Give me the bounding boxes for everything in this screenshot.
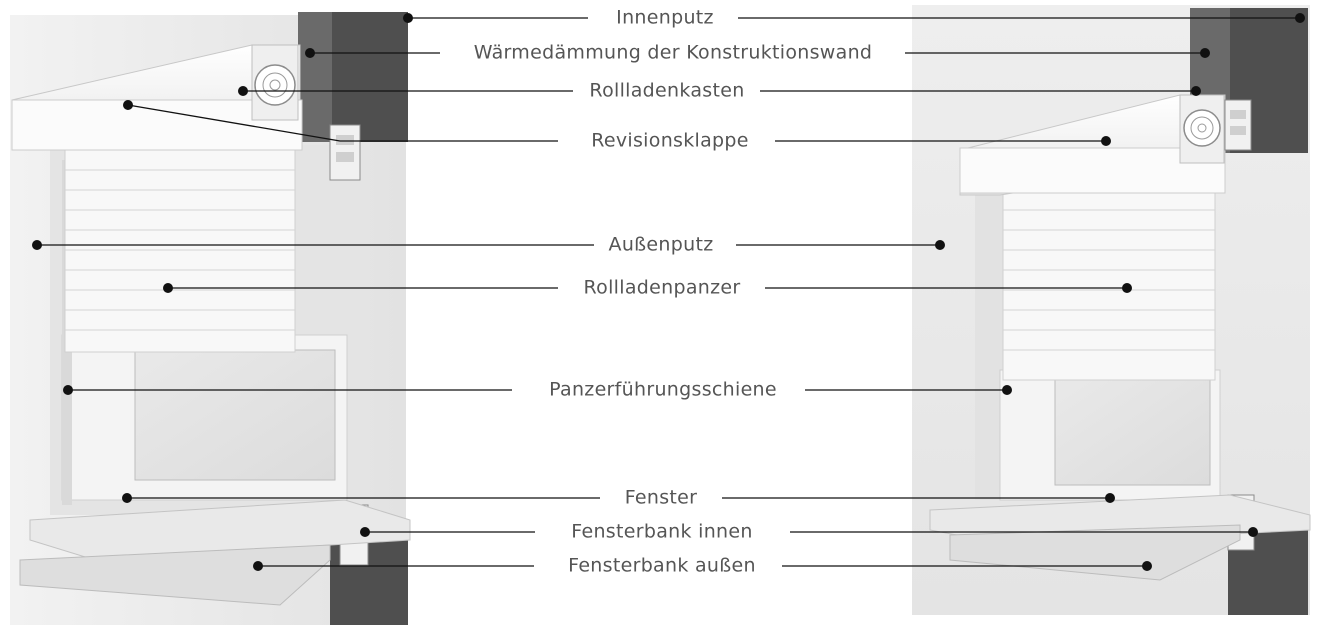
left-window-glass [134, 349, 336, 481]
leader-dot-7 [123, 100, 133, 110]
right-roller-shutter-slats [1002, 169, 1216, 381]
label-aussenputz: Außenputz [602, 235, 720, 255]
leader-dot-18 [1248, 527, 1258, 537]
right-window-glass [1054, 379, 1211, 486]
leader-dot-3 [305, 48, 315, 58]
leader-dot-15 [122, 493, 132, 503]
leader-dot-20 [1142, 561, 1152, 571]
leader-dot-8 [1101, 136, 1111, 146]
left-shutter-box [11, 44, 303, 151]
label-fenster: Fenster [618, 488, 704, 508]
leader-dot-5 [238, 86, 248, 96]
right-shutter-box [959, 94, 1226, 196]
leader-dot-4 [1200, 48, 1210, 58]
left-illustration [10, 12, 411, 625]
leader-dot-2 [1295, 13, 1305, 23]
leader-dot-10 [935, 240, 945, 250]
leader-lines [37, 17, 1300, 567]
label-panzerfuehrungsschiene: Panzerführungsschiene [543, 380, 783, 400]
left-shutter-roll [254, 64, 296, 106]
left-roller-shutter-slats [64, 129, 296, 353]
leader-dot-16 [1105, 493, 1115, 503]
label-waermedaemmung: Wärmedämmung der Konstruktionswand [467, 43, 879, 63]
leader-dot-14 [1002, 385, 1012, 395]
label-fensterbank-innen: Fensterbank innen [565, 522, 759, 542]
label-innenputz: Innenputz [610, 8, 720, 28]
right-shutter-roll [1183, 109, 1221, 147]
leader-dot-11 [163, 283, 173, 293]
left-window-sill [29, 499, 411, 561]
leader-dot-17 [360, 527, 370, 537]
left-insulation-layer [298, 12, 332, 142]
leader-dots [32, 13, 1305, 571]
leader-dot-19 [253, 561, 263, 571]
left-outer-sill [19, 544, 331, 606]
leader-revisionsklappe-left [127, 104, 558, 142]
left-wall-section-dark [330, 12, 408, 142]
label-fensterbank-aussen: Fensterbank außen [562, 556, 762, 576]
leader-dot-13 [63, 385, 73, 395]
label-rollladenpanzer: Rollladenpanzer [577, 278, 747, 298]
leader-dot-12 [1122, 283, 1132, 293]
right-illustration [912, 5, 1311, 615]
leader-dot-6 [1191, 86, 1201, 96]
label-revisionsklappe: Revisionsklappe [585, 131, 755, 151]
label-rollladenkasten: Rollladenkasten [583, 81, 751, 101]
leader-dot-9 [32, 240, 42, 250]
leader-dot-1 [403, 13, 413, 23]
